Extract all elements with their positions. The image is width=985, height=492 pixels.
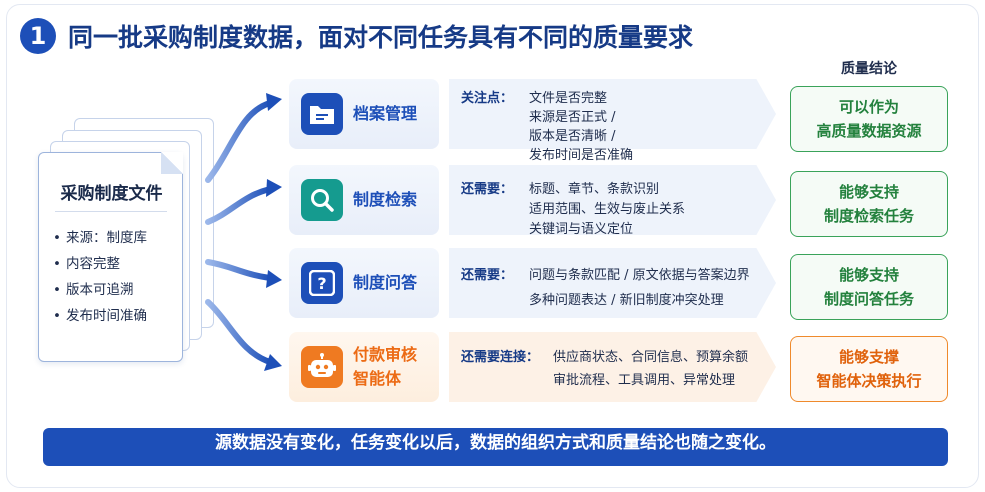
- requirement-line: 问题与条款匹配 / 原文依据与答案边界: [529, 268, 750, 283]
- requirement-line: 审批流程、工具调用、异常处理: [553, 373, 736, 388]
- requirement-key-agent: 还需要连接：: [461, 350, 540, 365]
- conclusion-search: 能够支持 制度检索任务: [790, 171, 948, 237]
- page-fold-icon: [161, 152, 183, 174]
- requirement-line: 关键词与语义定位: [529, 222, 634, 237]
- folder-icon: [301, 93, 343, 135]
- conclusion-qa: 能够支持 制度问答任务: [790, 254, 948, 320]
- arrowhead-archive: [266, 93, 282, 111]
- requirement-line: 文件是否完整: [529, 91, 608, 106]
- arrow-to-search: [205, 186, 273, 225]
- requirement-line: 来源是否正式 /: [529, 110, 616, 125]
- doc-attribute-source: 来源：制度库: [53, 225, 147, 251]
- robot-icon: [301, 346, 343, 388]
- requirement-line: 标题、章节、条款识别: [529, 182, 660, 197]
- conclusion-agent: 能够支撑 智能体决策执行: [790, 336, 948, 402]
- source-document-title: 采购制度文件: [60, 184, 163, 204]
- doc-attribute-version: 版本可追溯: [53, 277, 147, 303]
- divider: [55, 211, 167, 212]
- requirement-key-search: 还需要：: [461, 182, 514, 197]
- arrow-to-archive: [205, 100, 273, 183]
- step-number-badge: 1: [20, 18, 56, 54]
- arrowhead-qa: [266, 270, 282, 288]
- task-label-qa: 制度问答: [353, 273, 418, 292]
- summary-banner: 源数据没有变化，任务变化以后，数据的组织方式和质量结论也随之变化。: [43, 428, 948, 466]
- arrow-to-agent: [205, 299, 273, 365]
- source-document: 采购制度文件 来源：制度库 内容完整 版本可追溯 发布时间准确: [38, 152, 183, 362]
- task-card-search: 制度检索: [289, 165, 439, 235]
- requirement-line: 供应商状态、合同信息、预算余额: [553, 350, 749, 365]
- conclusion-column-header: 质量结论: [841, 61, 897, 77]
- requirement-line: 适用范围、生效与废止关系: [529, 202, 686, 217]
- doc-attribute-date: 发布时间准确: [53, 303, 147, 329]
- requirement-panel-search: [449, 165, 776, 235]
- question-icon: ?: [301, 262, 343, 304]
- arrow-to-qa: [205, 259, 273, 281]
- task-card-agent: 付款审核 智能体: [289, 332, 439, 402]
- search-icon: [301, 179, 343, 221]
- requirement-line: 发布时间是否准确: [529, 148, 634, 163]
- source-document-attributes: 来源：制度库 内容完整 版本可追溯 发布时间准确: [53, 225, 147, 329]
- arrowhead-search: [266, 179, 282, 197]
- arrowhead-agent: [264, 354, 282, 371]
- requirement-line: 版本是否清晰 /: [529, 129, 616, 144]
- task-label-search: 制度检索: [353, 190, 418, 209]
- task-card-archive: 档案管理: [289, 79, 439, 149]
- doc-attribute-complete: 内容完整: [53, 251, 147, 277]
- conclusion-archive: 可以作为 高质量数据资源: [790, 86, 948, 152]
- requirement-panel-archive: [449, 79, 776, 149]
- task-label-archive: 档案管理: [353, 104, 418, 123]
- task-label-agent: 付款审核 智能体: [353, 345, 418, 388]
- page-title: 同一批采购制度数据，面对不同任务具有不同的质量要求: [68, 23, 694, 52]
- svg-text:?: ?: [317, 274, 326, 293]
- task-card-qa: ? 制度问答: [289, 248, 439, 318]
- requirement-key-qa: 还需要：: [461, 268, 514, 283]
- requirement-panel-qa: [449, 248, 776, 318]
- requirement-panel-agent: [449, 332, 776, 402]
- requirement-line: 多种问题表达 / 新旧制度冲突处理: [529, 293, 724, 308]
- requirement-key-archive: 关注点：: [461, 91, 514, 106]
